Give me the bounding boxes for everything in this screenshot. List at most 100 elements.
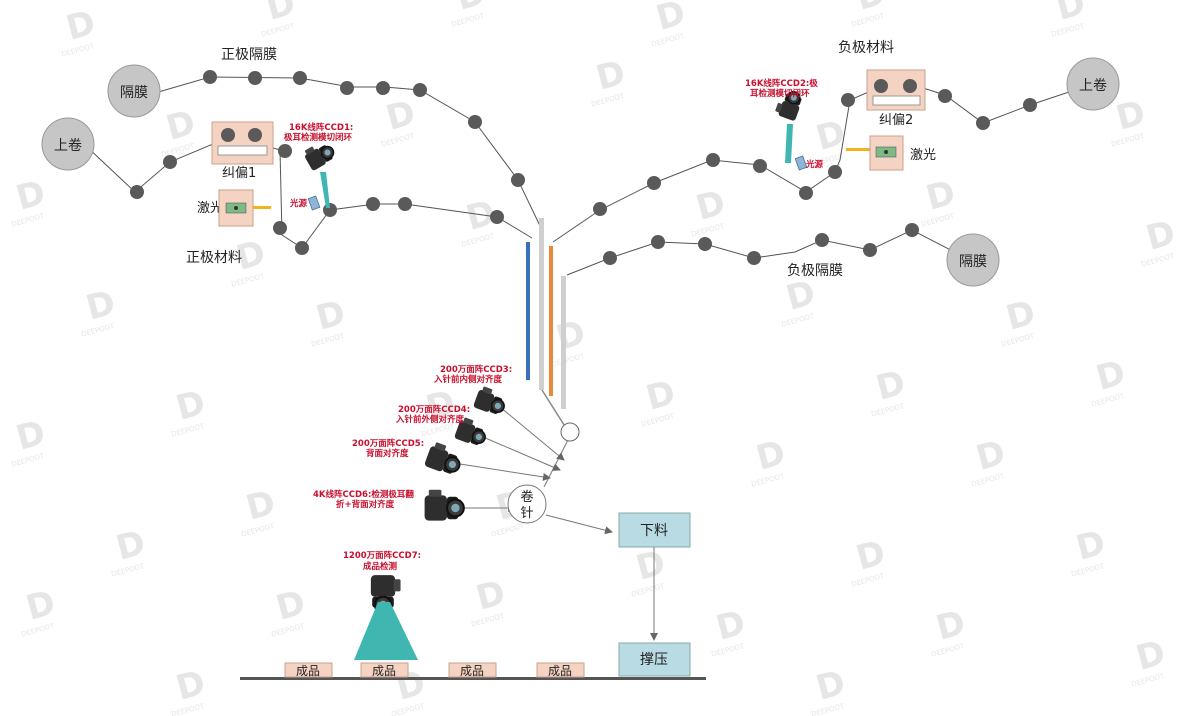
ccd2-label-line2: 耳检测模切闭环 (750, 88, 810, 99)
roller (593, 202, 607, 216)
roller (603, 251, 617, 265)
light-source-left-label: 光源 (289, 198, 308, 209)
svg-text:D: D (12, 173, 50, 219)
separator-sheet-2 (561, 276, 566, 409)
press-station: 撑压 (618, 642, 691, 677)
needle-to-unload-arrow (545, 514, 613, 535)
deviation-corrector-1: 纠偏1 (211, 121, 274, 181)
roller (376, 81, 390, 95)
corrector-1-label: 纠偏1 (222, 166, 256, 181)
positive-sheet (526, 242, 530, 380)
ccd1-label-line2: 极耳检测模切闭环 (284, 132, 353, 143)
roller (1023, 98, 1037, 112)
svg-text:D: D (112, 523, 150, 569)
svg-text:D: D (382, 93, 420, 139)
separator-sheet-1 (539, 218, 544, 390)
laser-right-label: 激光 (910, 148, 936, 163)
separator-label-left: 隔膜 (120, 85, 148, 101)
laser-left-label: 激光 (197, 201, 223, 216)
product-item: 成品 (296, 664, 320, 678)
right-unwind-roll: 上卷 (1066, 57, 1120, 111)
unwind-label-right: 上卷 (1079, 78, 1107, 94)
svg-text:D: D (172, 383, 210, 429)
laser-right: 激光 (846, 135, 936, 171)
positive-material-web (84, 135, 533, 249)
unwind-label-left: 上卷 (54, 138, 82, 154)
svg-text:D: D (312, 293, 350, 339)
product-item: 成品 (460, 664, 484, 678)
roller (905, 223, 919, 237)
svg-text:D: D (1072, 523, 1110, 569)
negative-material-label: 负极材料 (838, 40, 894, 56)
roller (799, 186, 813, 200)
winding-needle-label-2: 针 (520, 506, 533, 521)
ccd6-label-line2: 折+背面对齐度 (336, 499, 395, 510)
ccd2-beam (785, 124, 793, 163)
svg-text:D: D (852, 533, 890, 579)
svg-text:D: D (652, 0, 690, 39)
ccd3-label-line2: 入针前内侧对齐度 (433, 374, 503, 385)
svg-text:D: D (632, 543, 670, 589)
guide-roller (560, 422, 580, 442)
negative-material-web (552, 83, 1094, 243)
roller (706, 153, 720, 167)
ccd7-beam (354, 602, 418, 660)
negative-separator-label: 负极隔膜 (787, 263, 843, 279)
svg-text:D: D (812, 663, 850, 709)
svg-text:D: D (12, 413, 50, 459)
svg-text:D: D (972, 433, 1010, 479)
roller (841, 93, 855, 107)
svg-text:D: D (1142, 213, 1180, 259)
ccd6-label-line1: 4K线阵CCD6:检测极耳翻 (313, 489, 414, 500)
unload-label: 下料 (640, 523, 668, 539)
roller (413, 83, 427, 97)
roller (366, 197, 380, 211)
ccd1-beam (320, 172, 330, 208)
svg-text:D: D (1112, 93, 1150, 139)
svg-text:D: D (242, 483, 280, 529)
svg-text:D: D (1002, 293, 1040, 339)
svg-text:D: D (642, 373, 680, 419)
ccd5-label-line2: 背面对齐度 (366, 448, 409, 459)
unload-station: 下料 (618, 512, 691, 548)
roller (163, 155, 177, 169)
ccd3-camera (472, 384, 510, 418)
svg-text:D: D (922, 173, 960, 219)
ccd6-camera (423, 488, 465, 522)
roller (938, 89, 952, 103)
light-source-right-icon (794, 155, 808, 171)
svg-text:D: D (172, 663, 210, 709)
svg-text:D: D (932, 603, 970, 649)
roller (976, 116, 990, 130)
roller (753, 159, 767, 173)
negative-separator-web (566, 229, 971, 276)
product-item: 成品 (372, 664, 396, 678)
left-unwind-roll: 上卷 (41, 117, 95, 171)
roller (340, 81, 354, 95)
ccd4-label-line2: 入针前外侧对齐度 (395, 414, 465, 425)
